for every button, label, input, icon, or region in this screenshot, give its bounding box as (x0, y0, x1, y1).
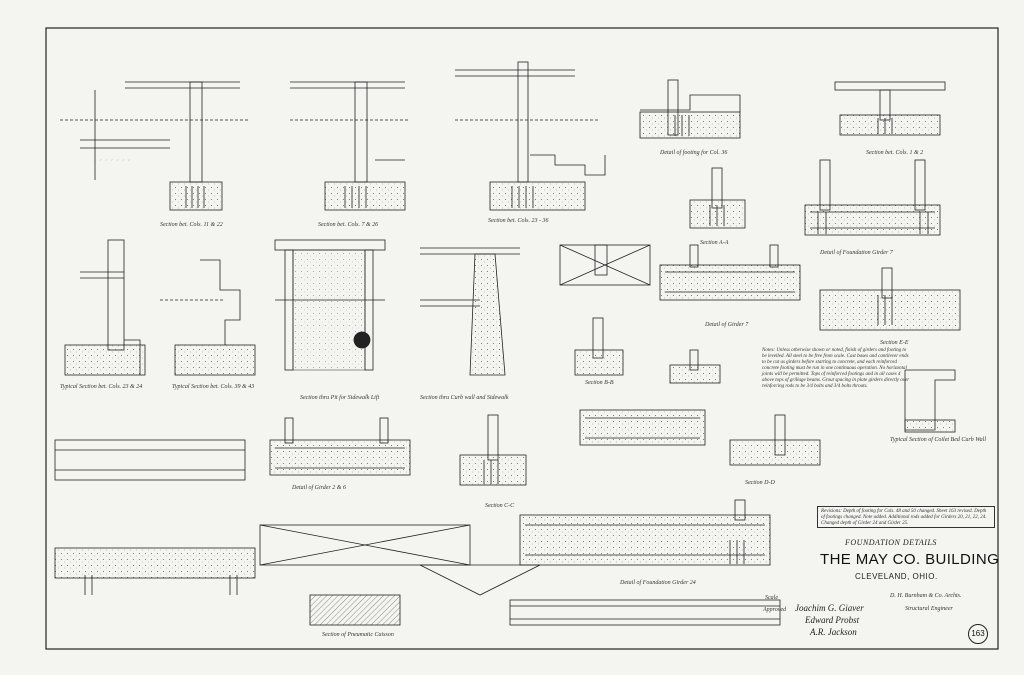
bottom-strip (509, 599, 781, 626)
detail-girder-7 (659, 244, 801, 301)
caption-view-15: Section D-D (745, 480, 775, 486)
detail-girder-d (579, 409, 706, 446)
approved-label: Approved (763, 607, 787, 613)
foundation-girder-24 (519, 499, 771, 566)
caption-view-8: Typical Section bet. Cols. 23 & 24 (60, 384, 143, 390)
section-b-b (574, 317, 624, 376)
detail-footing-col-36 (639, 79, 741, 139)
long-girder-left (54, 439, 246, 481)
caption-view-18: Detail of Girder 2 & 6 (292, 485, 346, 491)
detail-footing-small (669, 349, 721, 384)
section-c-c (459, 414, 527, 486)
caption-view-16: Section E-E (880, 340, 909, 346)
caption-view-4: Detail of footing for Col. 36 (660, 150, 728, 156)
caption-view-9: Typical Section bet. Cols. 39 & 43 (172, 384, 255, 390)
structural-engineer-label: Structural Engineer (905, 606, 953, 612)
caption-view-17: Typical Section of Coilet Bed Curb Wall (890, 437, 986, 443)
caption-view-12: Detail of Girder 7 (705, 322, 749, 328)
sheet-border (45, 27, 999, 650)
notes-heading: Notes: (762, 348, 776, 353)
architect-name: D. H. Burnham & Co. Archts. (890, 593, 962, 599)
section-cols-23-36 (455, 61, 606, 211)
section-e-e (819, 267, 961, 331)
caption-view-3: Section bet. Cols. 23 - 36 (488, 218, 549, 224)
section-d-d (729, 414, 821, 466)
caption-view-5: Section bet. Cols. 1 & 2 (866, 150, 924, 156)
caption-view-11: Section thru Curb wall and Sidewalk (420, 395, 509, 401)
signature-1: Joachim G. Giaver (795, 603, 864, 613)
signature-2: Edward Probst (805, 615, 860, 625)
drawing-location: CLEVELAND, OHIO. (855, 572, 938, 581)
caption-view-1: Section bet. Cols. 11 & 22 (160, 222, 223, 228)
scale-label: Scale (765, 595, 778, 601)
signature-3: A.R. Jackson (810, 627, 857, 637)
girder-detail-center (559, 244, 651, 286)
section-cols-7-26 (290, 81, 410, 211)
caption-view-10: Section thru Pit for Sidewalk Lift (300, 395, 380, 401)
detail-foundation-girder-7 (804, 159, 941, 236)
section-cols-11-22 (60, 81, 250, 211)
caption-view-20: Section of Pneumatic Caisson (322, 632, 394, 638)
section-a-a (689, 167, 746, 229)
typical-curb-wall (904, 369, 956, 433)
revision-box: Revisions: Depth of footing for Cols. 48… (817, 506, 995, 528)
typical-section-cols-39-43 (160, 259, 256, 376)
drawing-title: THE MAY CO. BUILDING (820, 551, 1000, 568)
detail-girder-2-6 (269, 417, 411, 476)
pneumatic-caisson (259, 524, 541, 626)
section-cols-1-2 (834, 81, 946, 136)
drawing-subtitle: FOUNDATION DETAILS (845, 538, 937, 547)
caption-view-7: Detail of Foundation Girder 7 (820, 250, 893, 256)
sheet-number: 163 (968, 624, 988, 644)
section-sidewalk-lift-pit (274, 239, 386, 371)
bottom-footing-left (54, 547, 256, 595)
caption-view-14: Section C-C (485, 503, 515, 509)
notes-text: Unless otherwise shown or noted, finish … (762, 348, 910, 389)
section-curb-wall-sidewalk (420, 247, 520, 376)
caption-view-13: Section B-B (585, 380, 614, 386)
typical-section-cols-23-24 (64, 239, 146, 376)
general-notes: Notes: Unless otherwise shown or noted, … (762, 348, 912, 390)
caption-view-19: Detail of Foundation Girder 24 (620, 580, 696, 586)
caption-view-6: Section A-A (700, 240, 729, 246)
caption-view-2: Section bet. Cols. 7 & 26 (318, 222, 379, 228)
